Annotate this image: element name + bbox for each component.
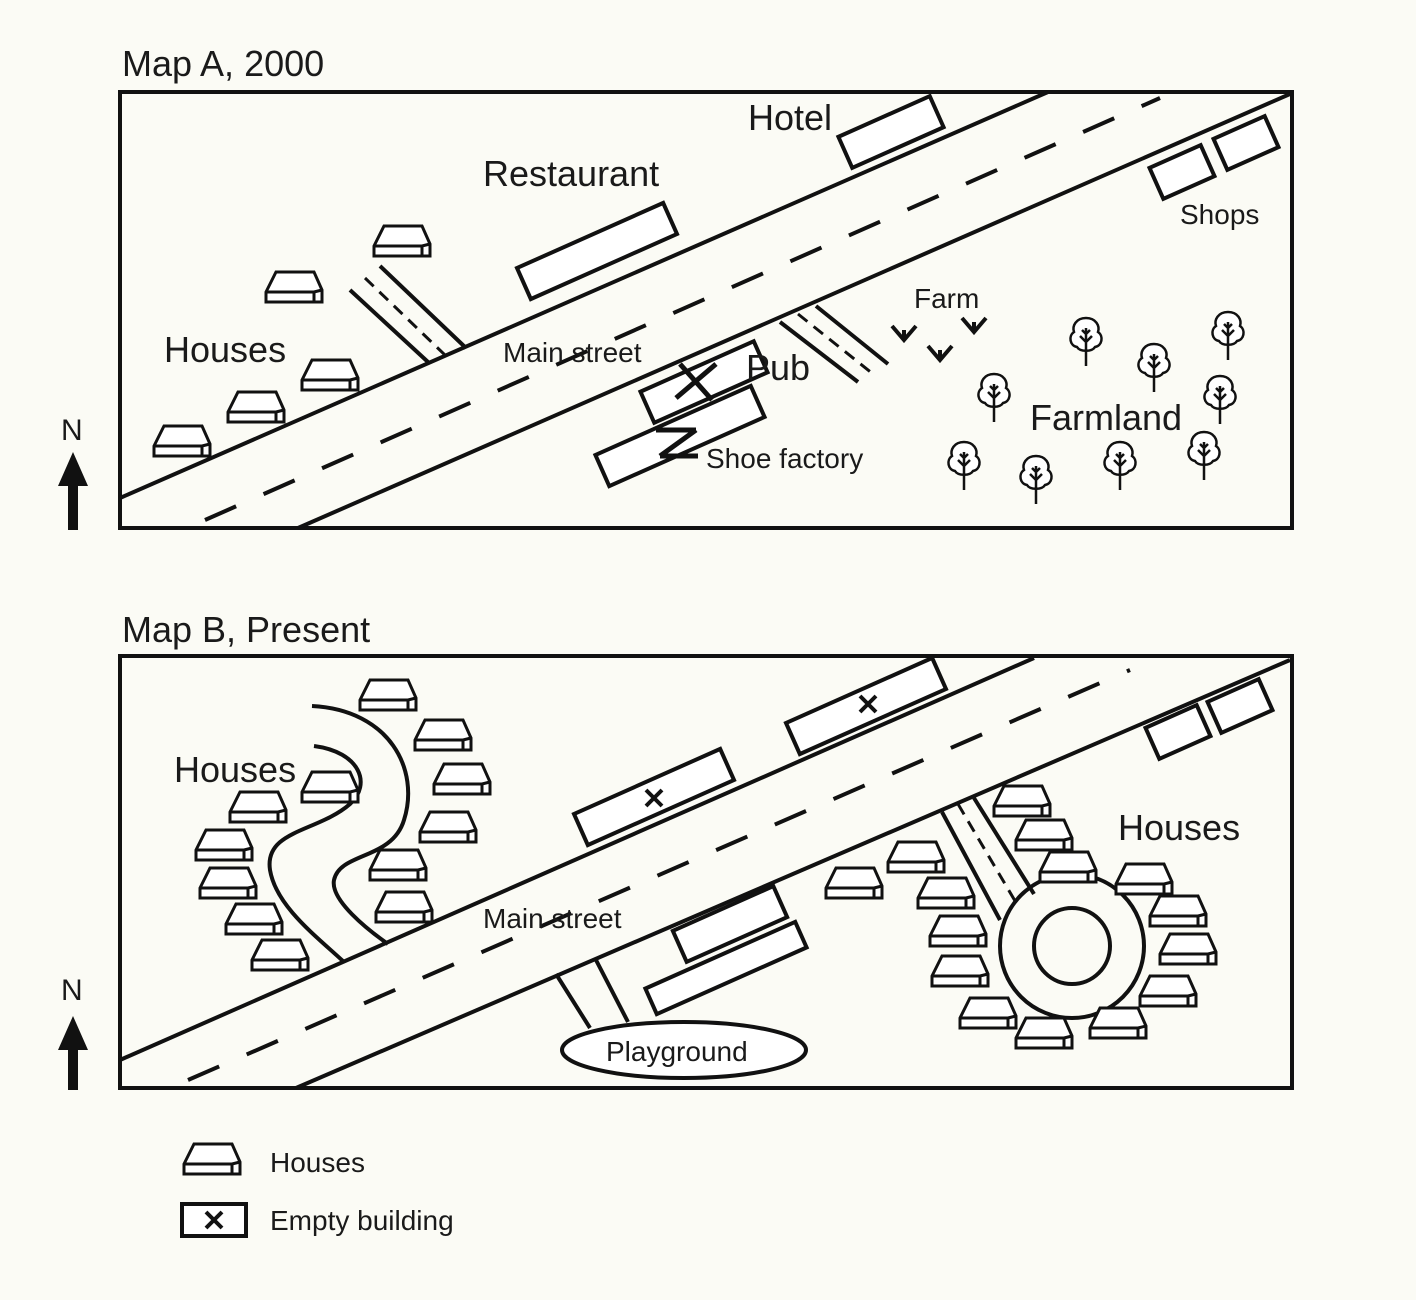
house-icon bbox=[432, 762, 492, 796]
house-icon bbox=[152, 424, 212, 458]
legend: Houses Empty building bbox=[180, 1142, 454, 1238]
house-icon bbox=[198, 866, 258, 900]
compass-b: N bbox=[58, 974, 88, 1090]
farm-buildings bbox=[890, 316, 988, 362]
restaurant-building bbox=[514, 200, 680, 302]
tree-icon bbox=[1019, 454, 1053, 506]
house-icon bbox=[358, 678, 418, 712]
empty-building-icon bbox=[644, 788, 664, 808]
winding-road bbox=[267, 704, 411, 964]
house-icon bbox=[1114, 862, 1174, 896]
main-street-label: Main street bbox=[483, 903, 622, 934]
house-icon bbox=[824, 866, 884, 900]
house-icon bbox=[413, 718, 473, 752]
tree-icon bbox=[1211, 310, 1245, 362]
farm-icon bbox=[890, 324, 918, 342]
north-arrow-icon bbox=[58, 452, 88, 530]
house-icon bbox=[928, 914, 988, 948]
tree-icon bbox=[1203, 374, 1237, 426]
hotel-building bbox=[835, 93, 947, 171]
tree-icon bbox=[947, 440, 981, 492]
house-icon bbox=[264, 270, 324, 304]
house-icon bbox=[916, 876, 976, 910]
shop-building bbox=[1142, 702, 1214, 762]
map-b: Map B, Present Houses bbox=[58, 609, 1294, 1090]
legend-houses-label: Houses bbox=[270, 1147, 365, 1178]
house-icon bbox=[1148, 894, 1208, 928]
tree-icon bbox=[1069, 316, 1103, 368]
legend-empty-building-label: Empty building bbox=[270, 1205, 454, 1236]
empty-building-icon bbox=[656, 427, 698, 459]
pub-label: Pub bbox=[746, 347, 810, 388]
house-icon bbox=[930, 954, 990, 988]
farm-icon bbox=[960, 316, 988, 334]
map-b-frame bbox=[118, 654, 1294, 1090]
house-icon bbox=[194, 828, 254, 862]
north-label: N bbox=[61, 974, 83, 1007]
houses-west-label: Houses bbox=[174, 749, 296, 790]
map-a-frame bbox=[118, 90, 1294, 530]
farmland-label: Farmland bbox=[1030, 397, 1182, 438]
tree-icon bbox=[977, 372, 1011, 424]
main-street-label: Main street bbox=[503, 337, 642, 368]
house-icon bbox=[1014, 818, 1074, 852]
house-icon bbox=[250, 938, 310, 972]
house-icon bbox=[374, 890, 434, 924]
house-icon bbox=[992, 784, 1052, 818]
houses-east-label: Houses bbox=[1118, 807, 1240, 848]
house-icon bbox=[1014, 1016, 1074, 1050]
house-icon bbox=[228, 790, 288, 824]
map-a: Map A, 2000 Restaurant Hotel bbox=[58, 43, 1294, 530]
house-icon bbox=[368, 848, 428, 882]
house-icon bbox=[300, 358, 360, 392]
shop-building bbox=[1146, 142, 1218, 202]
houses-label: Houses bbox=[164, 329, 286, 370]
hotel-label: Hotel bbox=[748, 97, 832, 138]
farm-label: Farm bbox=[914, 283, 979, 314]
north-label: N bbox=[61, 414, 83, 447]
side-road-south bbox=[778, 304, 890, 384]
empty-building-icon bbox=[204, 1210, 224, 1230]
side-road-north bbox=[348, 264, 468, 364]
shoe-factory-building bbox=[592, 383, 768, 489]
north-arrow-icon bbox=[58, 1016, 88, 1090]
main-street-road bbox=[119, 656, 1291, 1090]
house-icon bbox=[418, 810, 478, 844]
building bbox=[670, 883, 790, 965]
restaurant-label: Restaurant bbox=[483, 153, 659, 194]
houses-west-cluster bbox=[194, 678, 492, 972]
playground-path bbox=[554, 959, 630, 1030]
empty-building-icon bbox=[858, 694, 878, 714]
playground-label: Playground bbox=[606, 1036, 748, 1067]
house-icon bbox=[224, 902, 284, 936]
shops-label: Shops bbox=[1180, 199, 1259, 230]
house-icon bbox=[226, 390, 286, 424]
empty-building-icon bbox=[674, 362, 718, 402]
tree-icon bbox=[1137, 342, 1171, 394]
main-street-road bbox=[119, 90, 1291, 530]
building bbox=[642, 919, 810, 1017]
farm-icon bbox=[926, 344, 954, 362]
map-b-title: Map B, Present bbox=[122, 609, 370, 650]
house-icon bbox=[1158, 932, 1218, 966]
house-icon bbox=[958, 996, 1018, 1030]
shop-building bbox=[1204, 676, 1276, 736]
shoe-factory-label: Shoe factory bbox=[706, 443, 863, 474]
shop-building bbox=[1210, 113, 1282, 173]
playground-area bbox=[560, 1020, 808, 1080]
house-icon bbox=[886, 840, 946, 874]
tree-icon bbox=[1187, 430, 1221, 482]
house-icon bbox=[182, 1142, 242, 1176]
house-icon bbox=[1038, 850, 1098, 884]
house-icon bbox=[1088, 1006, 1148, 1040]
house-icon bbox=[372, 224, 432, 258]
compass-a: N bbox=[58, 414, 88, 530]
house-icon bbox=[300, 770, 360, 804]
tree-icon bbox=[1103, 440, 1137, 492]
house-icon bbox=[1138, 974, 1198, 1008]
map-a-title: Map A, 2000 bbox=[122, 43, 324, 84]
